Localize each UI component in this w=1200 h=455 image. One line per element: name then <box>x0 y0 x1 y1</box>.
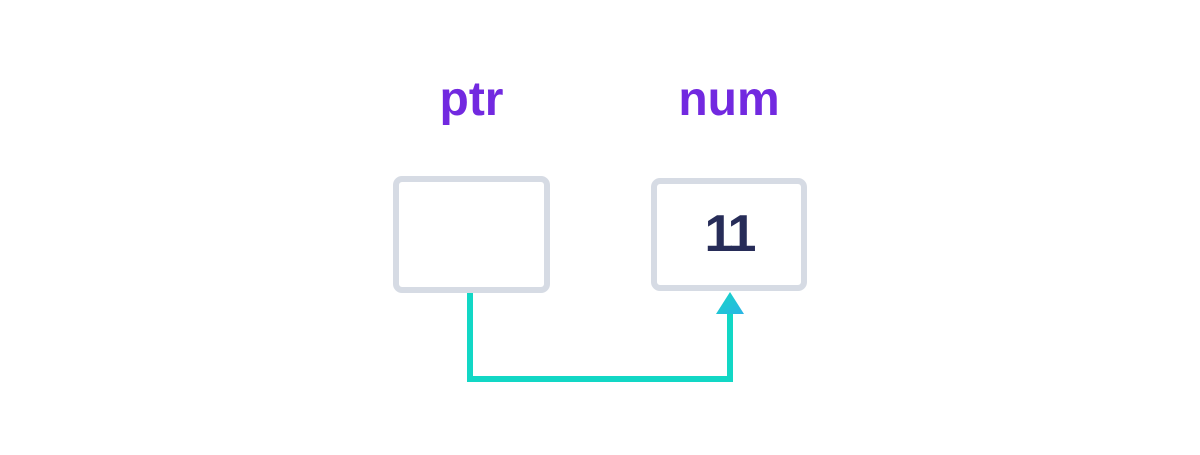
value-variable-label: num <box>678 73 780 126</box>
value-variable-box: 11 <box>651 178 807 291</box>
pointer-variable-box <box>393 176 550 293</box>
pointer-variable-label: ptr <box>439 73 504 126</box>
value-box-value: 11 <box>704 204 757 263</box>
pointer-arrow-line <box>467 293 733 382</box>
pointer-arrow-head <box>716 292 744 314</box>
